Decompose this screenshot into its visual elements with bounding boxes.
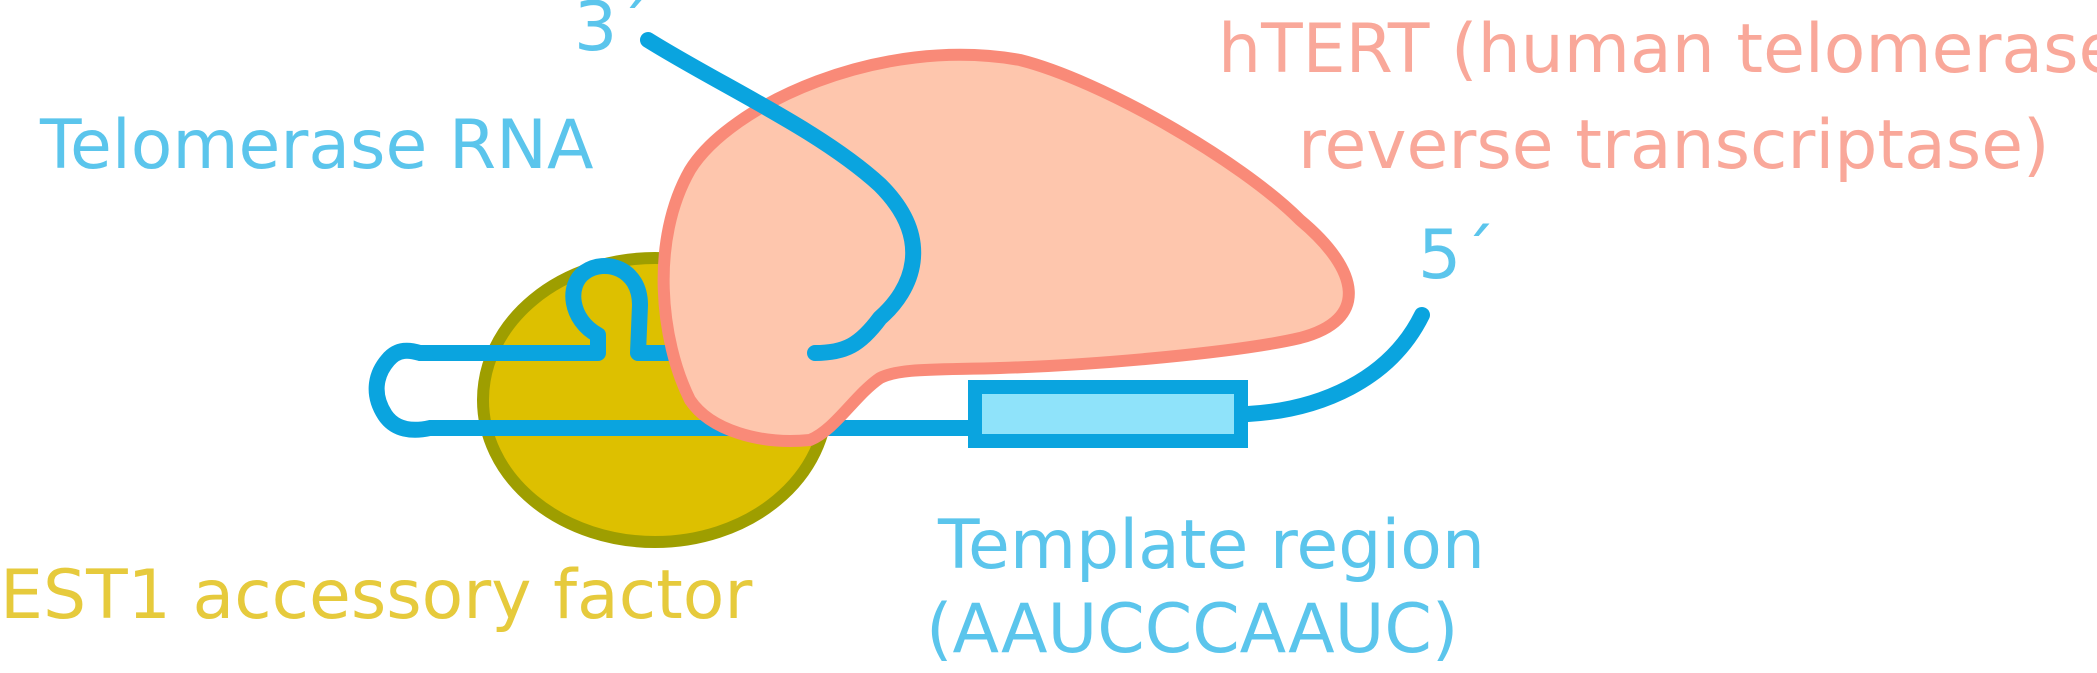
rna-upper-strand-line xyxy=(432,257,828,361)
template-sequence-label: (AAUCCCAAUC) xyxy=(926,590,1458,669)
five-prime-label: 5´ xyxy=(1418,216,1495,295)
est1-label: EST1 accessory factor xyxy=(0,556,752,635)
three-prime-label: 3´ xyxy=(574,0,651,67)
rna-3prime-strand xyxy=(640,32,922,361)
telomerase-rna-label: Telomerase RNA xyxy=(39,106,594,185)
template-region-inner xyxy=(982,394,1234,434)
rna-left-loop xyxy=(368,342,448,438)
template-region-label: Template region xyxy=(937,506,1485,585)
htert-label-line1: hTERT (human telomerase xyxy=(1218,10,2097,89)
rna-5prime-strand xyxy=(1240,307,1430,422)
htert-label-line2: reverse transcriptase) xyxy=(1298,106,2050,185)
